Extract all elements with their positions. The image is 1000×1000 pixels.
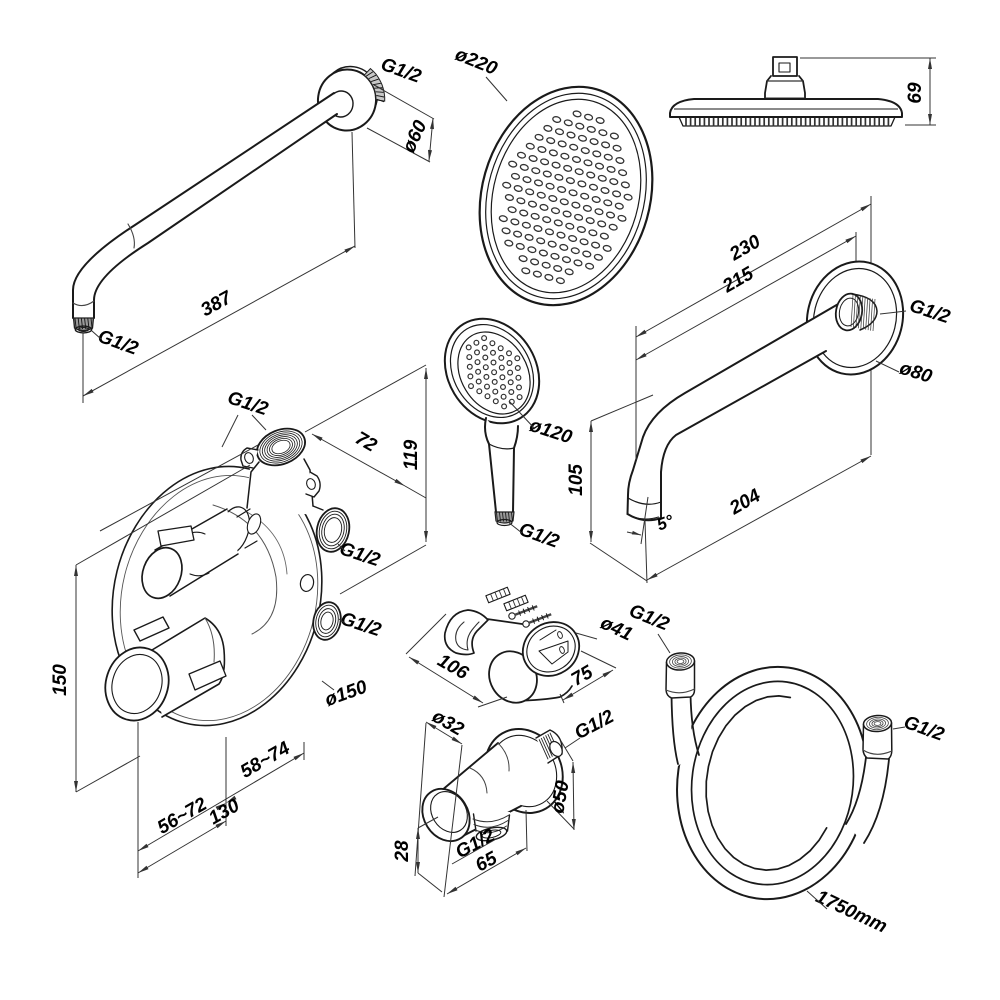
svg-text:119: 119 xyxy=(401,439,422,470)
svg-text:105: 105 xyxy=(566,464,587,496)
svg-text:69: 69 xyxy=(905,82,926,104)
svg-text:5°: 5° xyxy=(654,511,676,534)
svg-text:150: 150 xyxy=(50,664,71,696)
svg-text:28: 28 xyxy=(392,840,413,863)
